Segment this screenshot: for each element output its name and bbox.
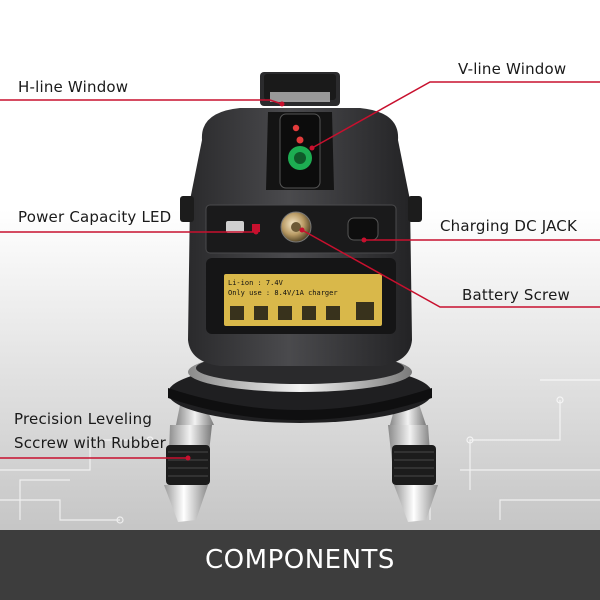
label-precision-leveling-line2: Sccrew with Rubber [14, 434, 167, 452]
label-power-capacity-led: Power Capacity LED [18, 208, 172, 226]
circuit-decoration [0, 379, 600, 524]
label-battery-screw: Battery Screw [462, 286, 570, 304]
battery-label-line2: Only use : 8.4V/1A charger [228, 289, 338, 297]
leader-battery-screw [301, 229, 600, 308]
label-charging-dc-jack: Charging DC JACK [440, 217, 578, 235]
device-body [180, 72, 422, 366]
leader-h-line-window [0, 99, 283, 105]
leader-v-line-window [311, 81, 600, 149]
label-v-line-window: V-line Window [458, 60, 567, 78]
label-h-line-window: H-line Window [18, 78, 129, 96]
footer-title: COMPONENTS [205, 545, 395, 575]
battery-label: Li-ion : 7.4V Only use : 8.4V/1A charger [228, 278, 352, 298]
battery-label-line1: Li-ion : 7.4V [228, 279, 283, 287]
label-precision-leveling-line1: Precision Leveling [14, 410, 153, 428]
leader-dots [185, 101, 367, 461]
footer-band [0, 530, 600, 600]
callout-leader-lines [0, 81, 600, 459]
